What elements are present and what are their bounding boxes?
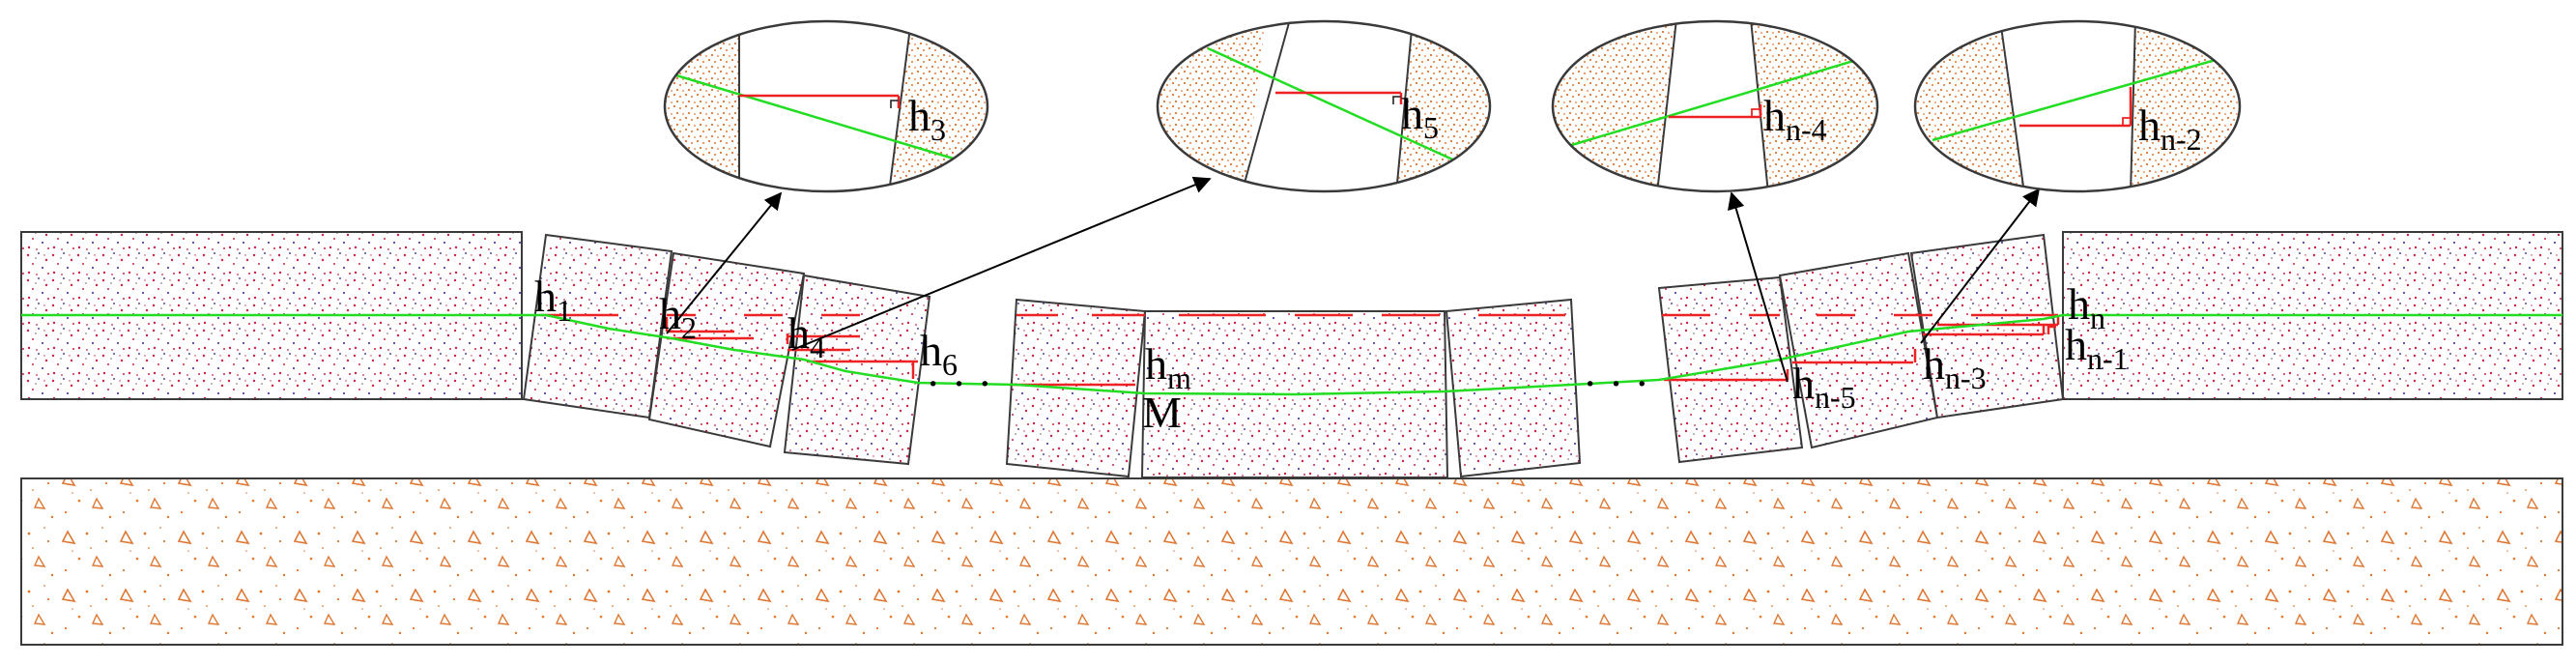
label-hn: hn [2068,279,2105,335]
label-hn4: hn-4 [1763,91,1827,147]
label-hn1: hn-1 [2065,320,2129,376]
block-3 [783,274,931,466]
label-M: M [1142,388,1182,437]
arrow-icon [1920,188,2041,344]
dots-right: · · · [1583,359,1649,408]
zoom-h5: h5 [1156,19,1492,193]
label-h3: h3 [908,91,946,147]
soil-layer [20,477,2563,646]
zoom-hn2: hn-2 [1913,19,2242,193]
arrow-icon [1727,191,1789,383]
zoom-h3: h3 [663,19,989,193]
zoom-hn4: hn-4 [1551,19,1879,193]
arrow-icon [791,176,1212,351]
label-h1: h1 [534,272,572,328]
label-h5: h5 [1401,89,1439,145]
center-line [21,313,2562,396]
label-hn3: hn-3 [1923,339,1987,395]
block-2 [647,251,806,448]
label-hm: hm [1145,339,1191,395]
zoom-arrows [666,176,2041,383]
block-n3 [1778,251,1939,449]
label-h2: h2 [659,289,697,345]
label-h6: h6 [920,326,958,382]
label-hn5: hn-5 [1792,359,1856,415]
dots-left: · · · [926,359,992,408]
block-n5 [1657,275,1804,464]
arrow-icon [666,191,783,334]
label-hn2: hn-2 [2138,101,2202,157]
